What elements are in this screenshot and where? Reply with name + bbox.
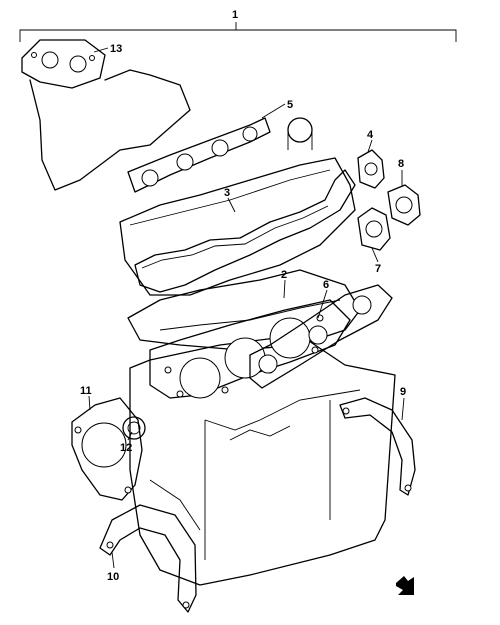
callout-6: 6 bbox=[323, 279, 329, 291]
callout-12: 12 bbox=[120, 442, 132, 454]
callout-9: 9 bbox=[400, 386, 406, 398]
rear-seal-gasket bbox=[339, 397, 416, 496]
small-gaskets bbox=[357, 149, 421, 251]
callout-13: 13 bbox=[110, 43, 122, 55]
callout-8: 8 bbox=[398, 158, 404, 170]
callout-2: 2 bbox=[281, 269, 287, 281]
kit-bracket bbox=[19, 22, 457, 42]
head-cover-gasket bbox=[134, 169, 356, 293]
callout-1: 1 bbox=[232, 9, 238, 21]
cylinder-head-cover bbox=[119, 117, 356, 296]
intake-manifold-gasket-strip bbox=[127, 117, 271, 193]
callout-10: 10 bbox=[107, 571, 119, 583]
leader-lines bbox=[88, 47, 405, 569]
callout-3: 3 bbox=[224, 187, 230, 199]
intake-manifold-gasket bbox=[21, 39, 191, 191]
callout-4: 4 bbox=[367, 129, 374, 141]
callout-5: 5 bbox=[287, 99, 293, 111]
exhaust-manifold-gasket bbox=[249, 284, 393, 389]
callout-labels: 1 2 3 4 5 6 7 8 9 10 11 12 13 bbox=[80, 9, 406, 583]
callout-11: 11 bbox=[80, 385, 92, 397]
front-direction-arrow-icon bbox=[396, 576, 414, 595]
callout-7: 7 bbox=[375, 263, 381, 275]
lower-cover-gasket bbox=[99, 504, 197, 613]
timing-cover-gasket bbox=[71, 397, 146, 501]
cylinder-head-gasket bbox=[149, 299, 351, 399]
